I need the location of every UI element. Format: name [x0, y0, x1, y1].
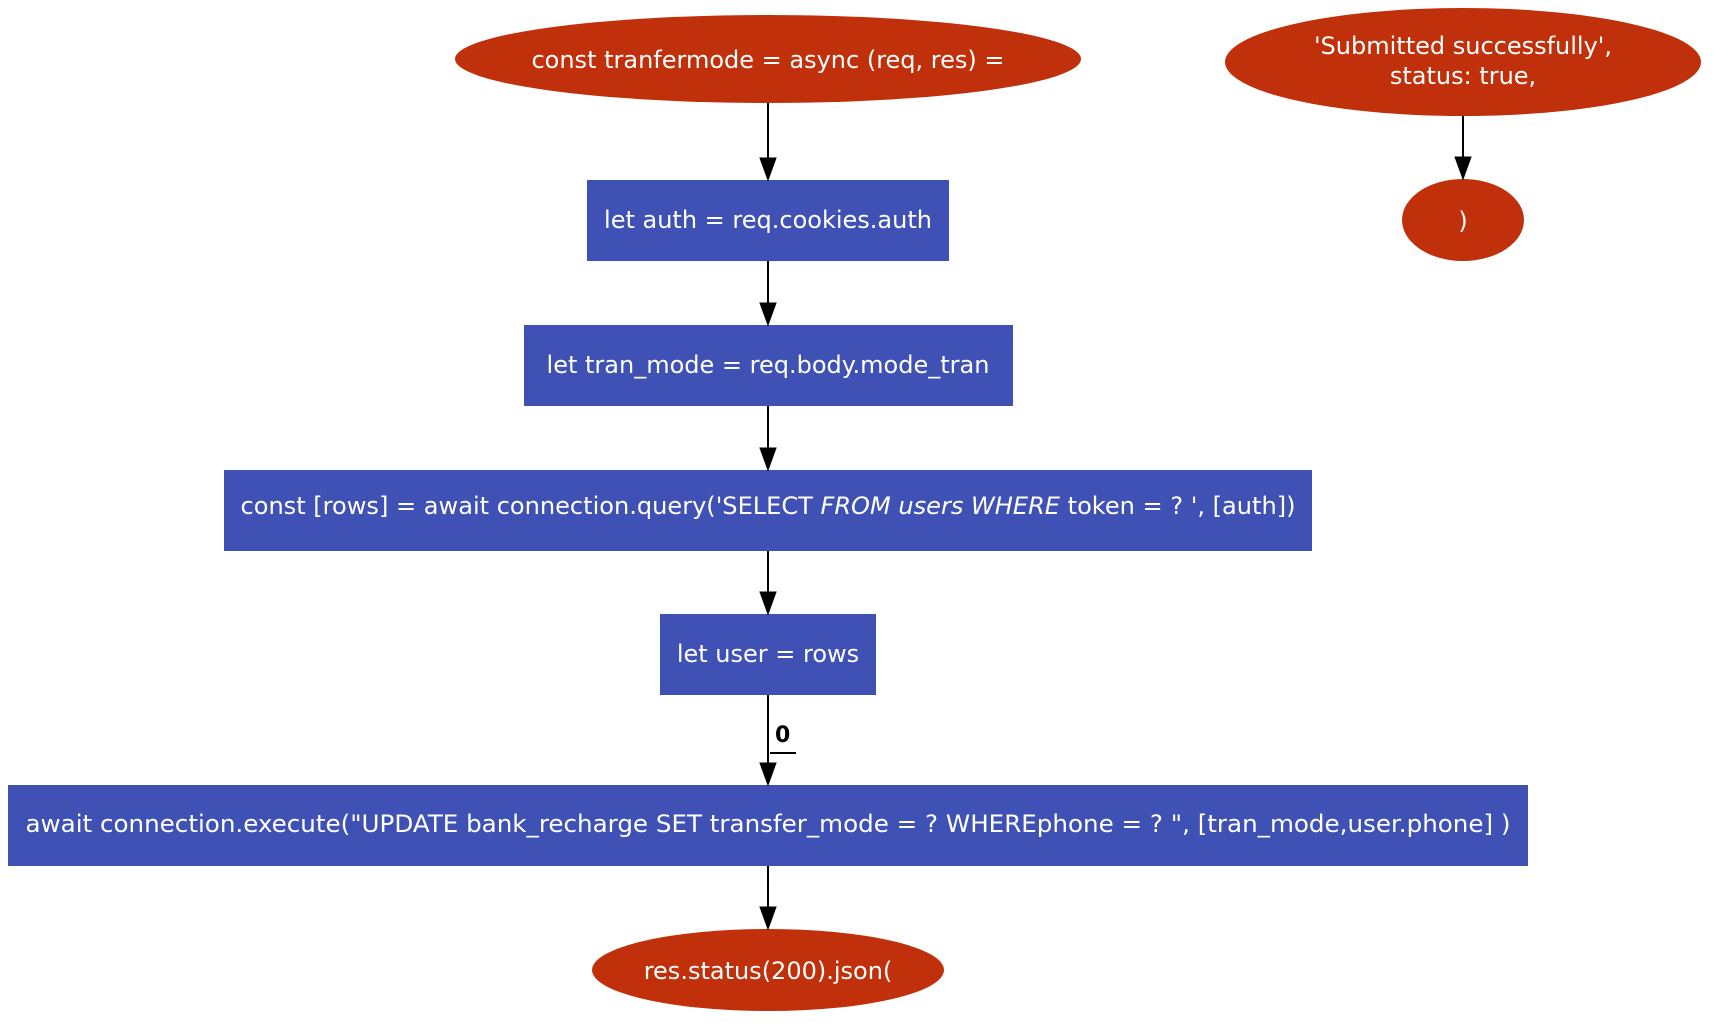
node-tran-mode-label: let tran_mode = req.body.mode_tran [547, 351, 990, 379]
node-close-shape [1402, 179, 1524, 261]
edge-user-to-execute: 0 [759, 695, 796, 787]
node-query-label: const [rows] = await connection.query('S… [241, 492, 1296, 520]
node-execute-shape [8, 785, 1528, 866]
node-start-label: const tranfermode = async (req, res) = [531, 46, 1004, 74]
node-submitted: 'Submitted successfully', status: true, [1225, 8, 1701, 116]
node-close: ) [1402, 179, 1524, 261]
edge-submitted-to-close [1454, 116, 1472, 181]
node-start-shape [455, 15, 1081, 103]
node-user-shape [660, 614, 876, 695]
node-query-label-a: const [rows] = await connection.query('S… [241, 492, 821, 520]
node-query-label-b: FROM users WHERE [821, 492, 1061, 520]
edge-query-to-user [759, 551, 777, 616]
edge-execute-to-status-arrowhead [759, 906, 777, 931]
node-close-label: ) [1458, 207, 1467, 235]
node-tran-mode: let tran_mode = req.body.mode_tran [524, 325, 1013, 406]
node-start: const tranfermode = async (req, res) = [455, 15, 1081, 103]
edge-submitted-to-close-arrowhead [1454, 156, 1472, 181]
edge-tran-mode-to-query [759, 406, 777, 472]
node-user: let user = rows [660, 614, 876, 695]
node-status-shape [592, 929, 944, 1011]
node-submitted-label-line1: 'Submitted successfully', [1314, 32, 1612, 60]
edge-execute-to-status [759, 866, 777, 931]
edge-start-to-auth [759, 103, 777, 182]
node-tran-mode-shape [524, 325, 1013, 406]
node-status: res.status(200).json( [592, 929, 944, 1011]
edge-tran-mode-to-query-arrowhead [759, 447, 777, 472]
node-auth: let auth = req.cookies.auth [587, 180, 949, 261]
node-submitted-label-line2: status: true, [1390, 62, 1536, 90]
edge-auth-to-tran-mode [759, 261, 777, 327]
edge-auth-to-tran-mode-arrowhead [759, 302, 777, 327]
node-status-label: res.status(200).json( [644, 957, 893, 985]
node-execute: await connection.execute("UPDATE bank_re… [8, 785, 1528, 866]
node-query-label-c: token = ? ', [auth]) [1060, 492, 1295, 520]
edge-start-to-auth-arrowhead [759, 157, 777, 182]
node-auth-shape [587, 180, 949, 261]
edge-user-to-execute-label: 0 [775, 723, 790, 748]
node-user-label: let user = rows [677, 640, 859, 668]
node-query-shape [224, 470, 1312, 551]
node-query: const [rows] = await connection.query('S… [224, 470, 1312, 551]
edge-query-to-user-arrowhead [759, 591, 777, 616]
node-execute-label: await connection.execute("UPDATE bank_re… [26, 810, 1511, 838]
node-submitted-shape [1225, 8, 1701, 116]
node-auth-label: let auth = req.cookies.auth [604, 206, 932, 234]
edge-user-to-execute-arrowhead [759, 762, 777, 787]
